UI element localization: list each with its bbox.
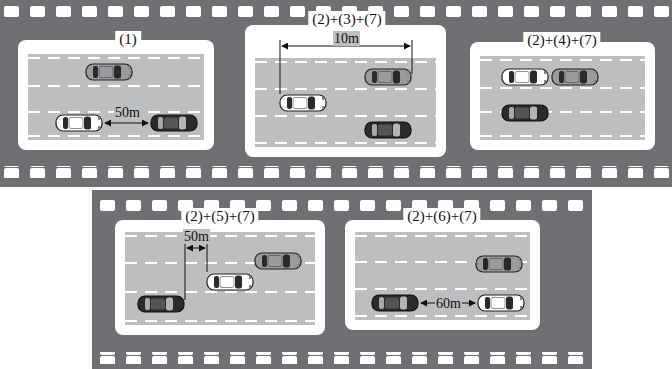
film-panel: (1) (18, 40, 214, 150)
car (478, 295, 524, 311)
dimension-line (185, 244, 207, 300)
lane-lines (255, 62, 436, 143)
road (125, 232, 315, 325)
panel-heading: (2)+(4)+(7) (523, 32, 600, 49)
car (476, 256, 522, 272)
dimension-label: 60m (435, 296, 462, 311)
car (86, 64, 132, 80)
panel-frame (470, 42, 655, 150)
dimension-line (105, 123, 148, 124)
sprocket-holes (98, 200, 588, 212)
film-strip (92, 190, 592, 369)
dimension-label: 50m (183, 229, 210, 244)
film-strip (0, 0, 672, 187)
sprocket-holes (98, 352, 588, 364)
film-panel: (2)+(4)+(7) (470, 42, 655, 150)
road (28, 54, 204, 140)
dimension-line (280, 40, 412, 94)
panel-frame (245, 25, 446, 157)
car (207, 274, 253, 290)
panel-frame (18, 40, 214, 150)
car (552, 69, 598, 85)
road (355, 232, 530, 320)
car (56, 115, 102, 131)
car (372, 295, 418, 311)
lane-lines (355, 236, 530, 316)
dimension-label: 10m (333, 31, 360, 46)
panel-frame (115, 220, 325, 335)
car (280, 95, 326, 111)
car (138, 296, 184, 312)
lane-lines (480, 60, 645, 136)
car (365, 69, 411, 85)
dimension-label: 50m (114, 105, 141, 120)
car (151, 115, 197, 131)
sprocket-holes (0, 166, 672, 178)
car (502, 69, 548, 85)
car (502, 105, 548, 121)
car (255, 253, 301, 269)
car (365, 122, 411, 138)
panel-heading: (2)+(5)+(7) (181, 208, 258, 225)
panel-heading: (1) (115, 31, 141, 48)
film-panel: (2)+(6)+(7) (345, 220, 540, 330)
panel-heading: (2)+(3)+(7) (308, 11, 385, 28)
lane-lines (125, 236, 315, 321)
film-panel: (2)+(5)+(7) (115, 220, 325, 335)
road (255, 58, 436, 147)
panel-heading: (2)+(6)+(7) (403, 208, 480, 225)
road (480, 56, 645, 140)
lane-lines (28, 58, 204, 136)
panel-frame (345, 220, 540, 330)
